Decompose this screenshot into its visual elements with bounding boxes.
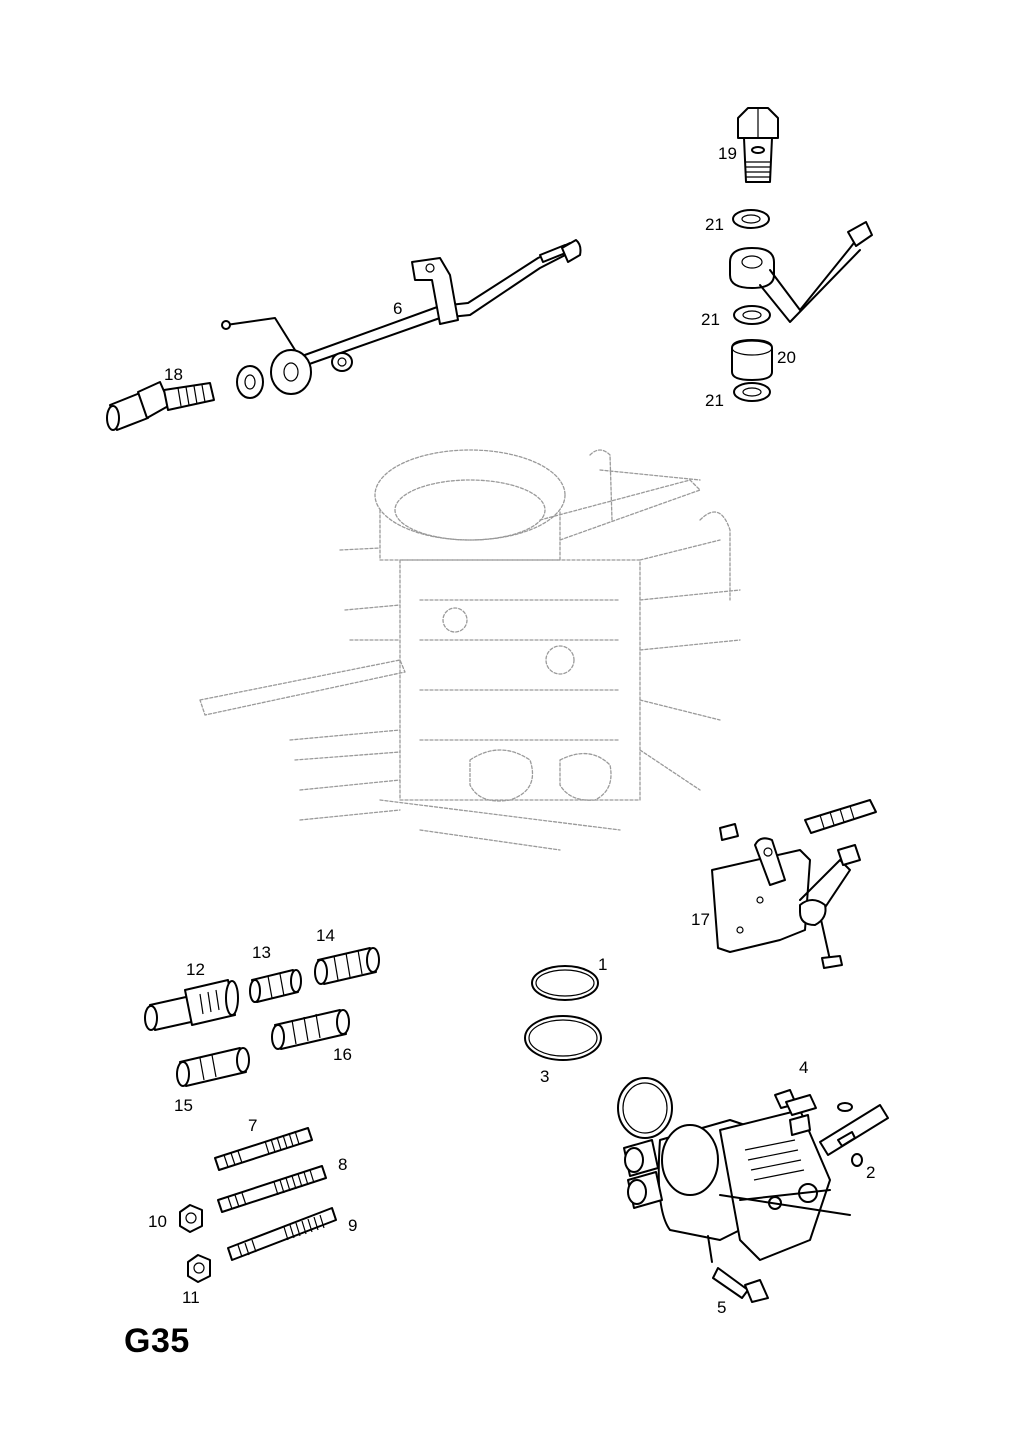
- callout-14: 14: [316, 926, 335, 945]
- seal-ring-1-icon: [531, 965, 599, 1001]
- nut-10-icon: [179, 1204, 203, 1233]
- bolt-19-icon: [737, 107, 779, 183]
- callout-21: 21: [705, 391, 724, 410]
- actuator-assembly-icon: [617, 1077, 889, 1303]
- seal-ring-3-icon: [524, 1015, 602, 1061]
- fuel-pipe-6-icon: [221, 239, 582, 395]
- callout-21: 21: [701, 310, 720, 329]
- main-body-ghost-icon: [199, 449, 741, 851]
- callout-13: 13: [252, 943, 271, 962]
- pipe-fitting-icon: [729, 209, 873, 402]
- bolt-18-icon: [106, 365, 264, 431]
- sleeve-14-icon: [314, 947, 380, 985]
- callout-7: 7: [248, 1116, 257, 1135]
- page-code: G35: [124, 1322, 190, 1360]
- callout-15: 15: [174, 1096, 193, 1115]
- callout-2: 2: [866, 1163, 875, 1182]
- callout-17: 17: [691, 910, 710, 929]
- sleeve-13-icon: [249, 969, 302, 1003]
- callout-16: 16: [333, 1045, 352, 1064]
- sleeve-16-icon: [271, 1009, 350, 1050]
- callout-10: 10: [148, 1212, 167, 1231]
- callout-5: 5: [717, 1298, 726, 1317]
- callout-6: 6: [393, 299, 402, 318]
- stud-8-icon: [217, 1165, 327, 1213]
- stud-9-icon: [227, 1207, 337, 1261]
- sleeve-15-icon: [176, 1047, 250, 1087]
- callout-19: 19: [718, 144, 737, 163]
- bracket-17-icon: [711, 799, 877, 969]
- nut-11-icon: [187, 1254, 211, 1283]
- callout-8: 8: [338, 1155, 347, 1174]
- callout-9: 9: [348, 1216, 357, 1235]
- callout-3: 3: [540, 1067, 549, 1086]
- callout-labels: 1 2 3 4 5 6 7 8 9 10 11 12 13 14 15 16 1…: [148, 144, 875, 1317]
- callout-12: 12: [186, 960, 205, 979]
- callout-21: 21: [705, 215, 724, 234]
- callout-1: 1: [598, 955, 607, 974]
- callout-18: 18: [164, 365, 183, 384]
- sleeve-12-icon: [144, 979, 239, 1031]
- stud-7-icon: [214, 1127, 313, 1171]
- callout-11: 11: [182, 1288, 200, 1307]
- callout-20: 20: [777, 348, 796, 367]
- callout-4: 4: [799, 1058, 808, 1077]
